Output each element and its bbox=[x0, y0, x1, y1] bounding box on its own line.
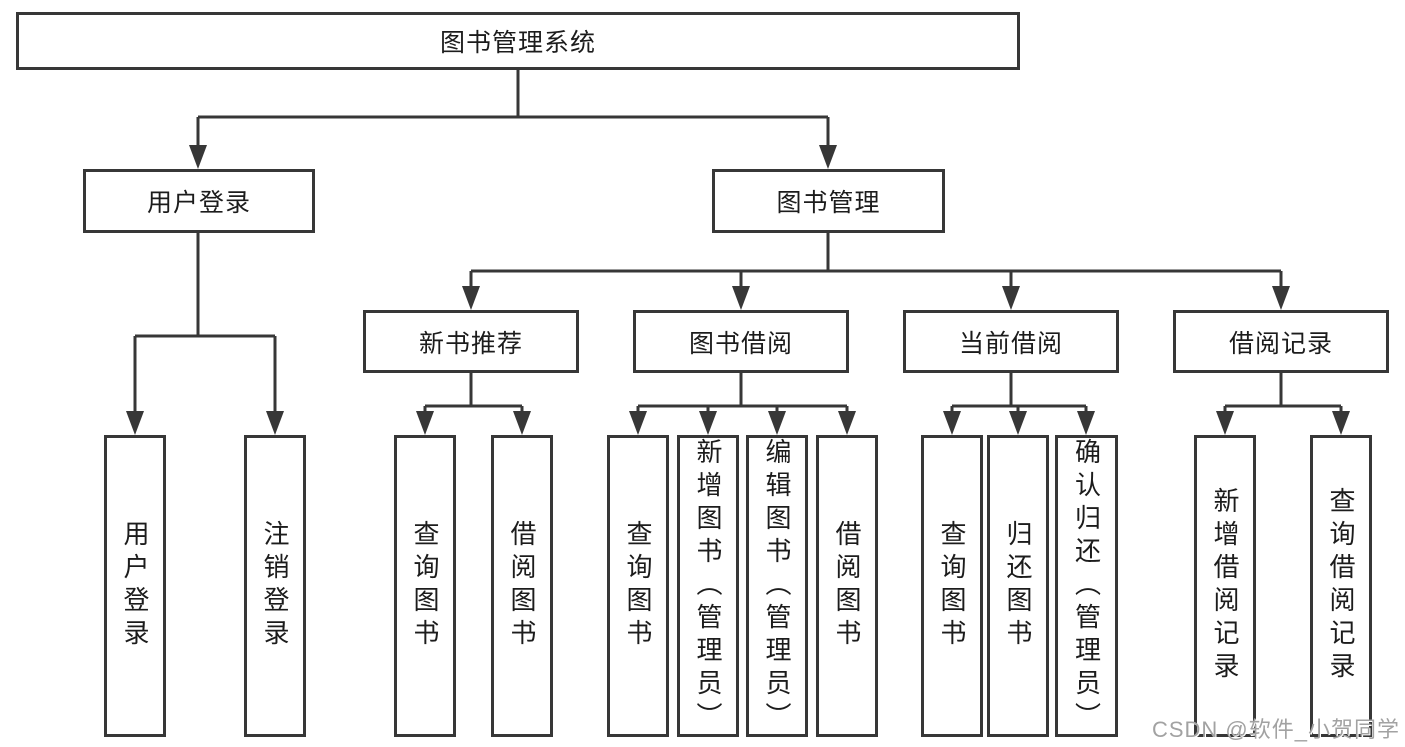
node-current-borrow-label: 当前借阅 bbox=[958, 329, 1063, 358]
leaf-add-book-admin: 新增图书（管理员） bbox=[677, 435, 739, 737]
arrowhead bbox=[1077, 411, 1095, 435]
node-book-borrow: 图书借阅 bbox=[633, 310, 849, 373]
node-user-login-label: 用户登录 bbox=[146, 189, 251, 217]
node-book-management-label: 图书管理 bbox=[776, 189, 881, 217]
arrowhead bbox=[838, 411, 856, 435]
leaf-borrow-books-recommend-label: 借阅图书 bbox=[507, 520, 537, 652]
node-root-label: 图书管理系统 bbox=[439, 29, 596, 57]
arrowhead bbox=[699, 411, 717, 435]
node-new-book-recommend-label: 新书推荐 bbox=[418, 329, 523, 358]
leaf-edit-book-admin: 编辑图书（管理员） bbox=[746, 435, 808, 737]
leaf-confirm-return-admin: 确认归还（管理员） bbox=[1055, 435, 1118, 737]
arrowhead bbox=[1332, 411, 1350, 435]
arrowhead bbox=[768, 411, 786, 435]
leaf-add-borrow-record: 新增借阅记录 bbox=[1194, 435, 1256, 737]
leaf-query-books-borrow: 查询图书 bbox=[607, 435, 669, 737]
arrowhead bbox=[462, 286, 480, 310]
leaf-borrow-books-recommend: 借阅图书 bbox=[491, 435, 553, 737]
arrowhead bbox=[629, 411, 647, 435]
arrowheads bbox=[126, 145, 1350, 435]
node-book-management: 图书管理 bbox=[712, 169, 945, 233]
leaf-borrow-books-borrow: 借阅图书 bbox=[816, 435, 878, 737]
leaf-query-borrow-record: 查询借阅记录 bbox=[1310, 435, 1372, 737]
arrowhead bbox=[1272, 286, 1290, 310]
leaf-query-books-recommend: 查询图书 bbox=[394, 435, 456, 737]
arrowhead bbox=[732, 286, 750, 310]
leaf-return-book: 归还图书 bbox=[987, 435, 1049, 737]
leaf-borrow-books-borrow-label: 借阅图书 bbox=[832, 520, 862, 652]
connector-current-borrow-to-leaves bbox=[950, 373, 1088, 413]
leaf-confirm-return-admin-label: 确认归还（管理员） bbox=[1071, 437, 1102, 735]
leaf-logout: 注销登录 bbox=[244, 435, 306, 737]
connector-root-to-level2 bbox=[196, 70, 830, 147]
arrowhead bbox=[513, 411, 531, 435]
arrowhead bbox=[1002, 286, 1020, 310]
leaf-query-books-current-label: 查询图书 bbox=[937, 520, 967, 652]
arrowhead bbox=[126, 411, 144, 435]
arrowhead bbox=[943, 411, 961, 435]
arrowhead bbox=[189, 145, 207, 169]
leaf-logout-label: 注销登录 bbox=[260, 520, 290, 652]
leaf-add-book-admin-label: 新增图书（管理员） bbox=[693, 437, 723, 735]
connector-borrow-records-to-leaves bbox=[1223, 373, 1343, 413]
arrowhead bbox=[1216, 411, 1234, 435]
leaf-query-books-recommend-label: 查询图书 bbox=[410, 520, 440, 652]
arrowhead bbox=[416, 411, 434, 435]
node-book-borrow-label: 图书借阅 bbox=[688, 329, 793, 358]
leaf-edit-book-admin-label: 编辑图书（管理员） bbox=[762, 437, 792, 735]
leaf-add-borrow-record-label: 新增借阅记录 bbox=[1210, 487, 1240, 685]
arrowhead bbox=[266, 411, 284, 435]
node-new-book-recommend: 新书推荐 bbox=[363, 310, 579, 373]
leaf-query-books-current: 查询图书 bbox=[921, 435, 983, 737]
node-borrow-records: 借阅记录 bbox=[1173, 310, 1389, 373]
connector-user-login-to-leaves bbox=[133, 233, 277, 413]
watermark: CSDN @软件_小贺同学 bbox=[1151, 717, 1400, 742]
leaf-query-books-borrow-label: 查询图书 bbox=[623, 520, 653, 652]
leaf-user-login: 用户登录 bbox=[104, 435, 166, 737]
node-root: 图书管理系统 bbox=[16, 12, 1020, 70]
connector-new-book-recommend-to-leaves bbox=[423, 373, 524, 413]
connector-book-management-to-level3 bbox=[469, 233, 1283, 288]
node-user-login: 用户登录 bbox=[83, 169, 315, 233]
leaf-return-book-label: 归还图书 bbox=[1003, 520, 1033, 652]
arrowhead bbox=[819, 145, 837, 169]
leaf-query-borrow-record-label: 查询借阅记录 bbox=[1326, 487, 1356, 685]
node-current-borrow: 当前借阅 bbox=[903, 310, 1119, 373]
arrowhead bbox=[1009, 411, 1027, 435]
node-borrow-records-label: 借阅记录 bbox=[1228, 329, 1333, 358]
connector-book-borrow-to-leaves bbox=[636, 373, 849, 413]
leaf-user-login-label: 用户登录 bbox=[120, 520, 150, 652]
